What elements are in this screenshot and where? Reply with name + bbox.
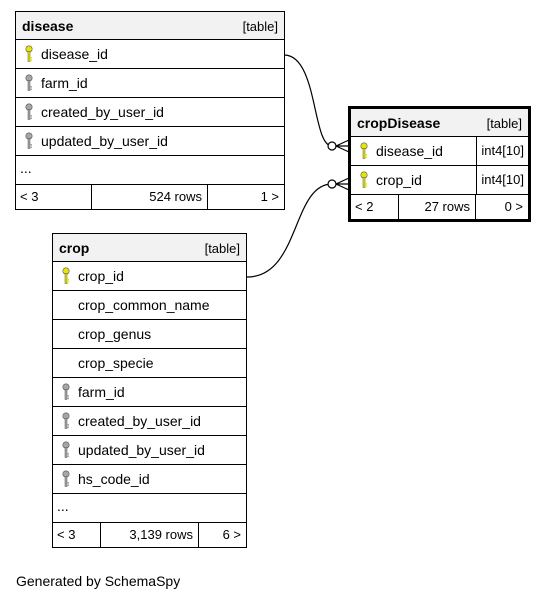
column-row[interactable]: crop_id [53,262,246,291]
table-name: cropDisease [357,115,441,131]
column-name: crop_common_name [78,297,210,313]
column-row[interactable]: crop_id int4[10] [351,166,528,195]
link-crop-optional-marker [327,179,337,189]
primary-key-icon [25,45,33,62]
column-name: created_by_user_id [41,104,164,120]
parents-count[interactable]: < 3 [16,185,92,209]
primary-key-icon [62,267,70,284]
column-name: updated_by_user_id [78,442,205,458]
column-name: disease_id [41,46,108,62]
children-count[interactable]: 6 > [222,527,241,542]
foreign-key-icon [62,441,70,458]
table-footer: < 2 27 rows 0 > [351,195,528,219]
row-count: 27 rows [399,195,476,219]
column-row[interactable]: updated_by_user_id [16,127,284,156]
column-row[interactable]: crop_genus [53,320,246,349]
column-name: disease_id [376,143,443,159]
link-crop-crowfoot [335,177,350,191]
column-row[interactable]: crop_specie [53,349,246,378]
table-footer: < 3 3,139 rows 6 > [53,523,246,547]
table-kind: [table] [204,241,240,256]
column-type: int4[10] [476,137,528,165]
table-footer: < 3 524 rows 1 > [16,185,284,209]
table-name: crop [59,240,90,256]
column-row[interactable]: created_by_user_id [16,98,284,127]
column-name: hs_code_id [78,471,150,487]
column-row[interactable]: farm_id [16,69,284,98]
link-disease-crowfoot [335,139,350,153]
column-row[interactable]: farm_id [53,378,246,407]
table-kind: [table] [242,19,278,34]
more-columns: ... [16,156,284,185]
column-name: created_by_user_id [78,413,201,429]
column-name: farm_id [78,384,125,400]
primary-key-icon [360,171,368,188]
column-name: crop_genus [78,326,152,342]
table-header: cropDisease [table] [351,109,528,137]
table-name: disease [22,18,74,34]
column-name: crop_id [78,268,124,284]
foreign-key-icon [62,412,70,429]
link-disease-to-cropdisease [283,54,333,147]
primary-key-icon [360,142,368,159]
foreign-key-icon [25,74,33,91]
children-count[interactable]: 1 > [260,189,279,204]
column-row[interactable]: disease_id int4[10] [351,137,528,166]
column-row[interactable]: hs_code_id [53,465,246,494]
column-name: crop_id [376,172,422,188]
row-count: 524 rows [92,185,208,209]
table-header: crop [table] [53,234,246,262]
column-row[interactable]: disease_id [16,40,284,69]
link-crop-to-cropdisease [246,183,333,278]
table-header: disease [table] [16,12,284,40]
foreign-key-icon [62,470,70,487]
column-name: updated_by_user_id [41,133,168,149]
column-row[interactable]: crop_common_name [53,291,246,320]
column-row[interactable]: updated_by_user_id [53,436,246,465]
parents-count[interactable]: < 2 [351,195,399,219]
foreign-key-icon [62,383,70,400]
children-count[interactable]: 0 > [504,199,523,214]
foreign-key-icon [25,103,33,120]
more-columns: ... [53,494,246,523]
parents-count[interactable]: < 3 [53,523,101,547]
column-name: crop_specie [78,355,154,371]
link-disease-optional-marker [327,141,337,151]
row-count: 3,139 rows [101,523,199,547]
column-type: int4[10] [476,166,528,194]
foreign-key-icon [25,132,33,149]
column-name: farm_id [41,75,88,91]
column-row[interactable]: created_by_user_id [53,407,246,436]
generated-by-note: Generated by SchemaSpy [16,573,181,589]
table-kind: [table] [486,116,522,131]
